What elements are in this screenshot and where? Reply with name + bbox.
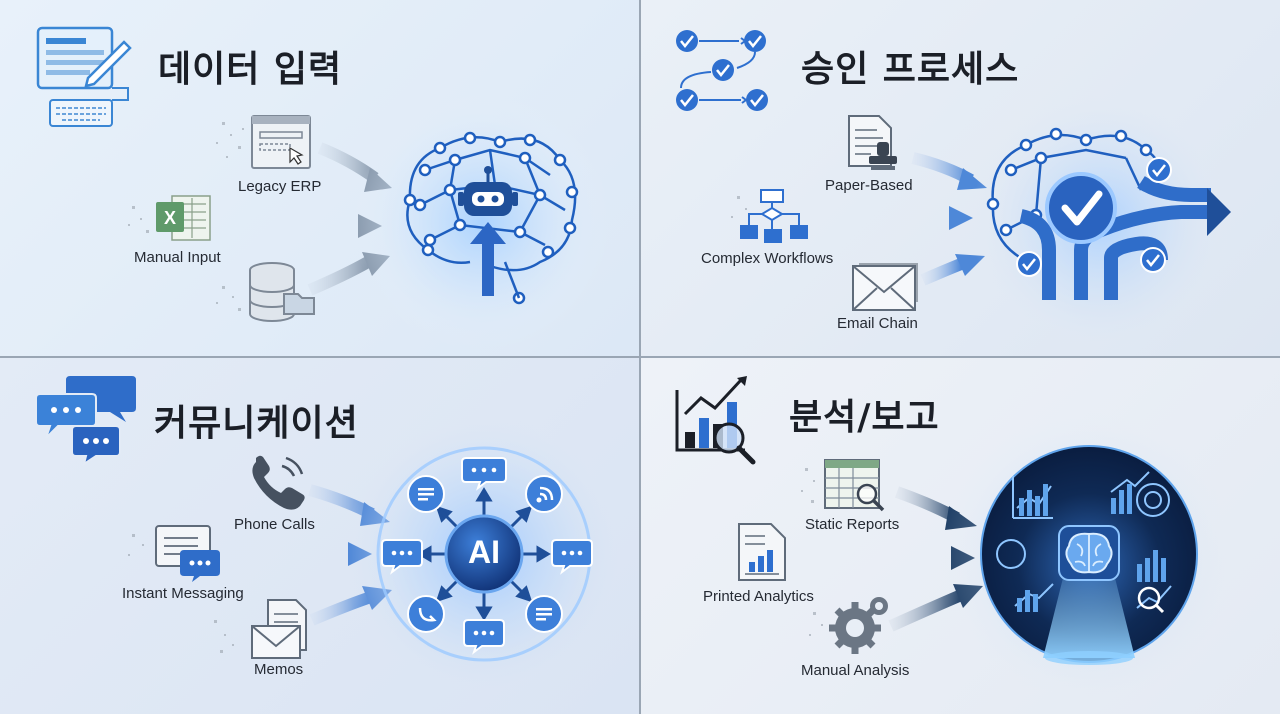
source-label-memos: Memos	[254, 661, 304, 678]
source-label-static-reports: Static Reports	[805, 516, 900, 533]
source-label-printed-analytics: Printed Analytics	[703, 588, 814, 605]
chart-magnifier-icon	[675, 376, 756, 465]
source-label-email-chain: Email Chain	[837, 315, 918, 332]
envelope-icon	[852, 263, 918, 311]
ai-hub-icon	[376, 446, 593, 662]
panel-communication: 커뮤니케이션 Phone Calls Instant Messaging Mem…	[0, 358, 639, 714]
flowchart-icon	[731, 189, 808, 243]
source-label-manual-input: Manual Input	[134, 249, 221, 266]
memo-envelope-icon	[214, 599, 307, 659]
database-icon	[216, 262, 315, 322]
phone-icon	[252, 455, 305, 510]
panel-data-entry: X	[0, 0, 639, 356]
approval-brain-icon	[986, 127, 1231, 300]
approval-graphic	[676, 30, 1231, 352]
source-label-complex-workflows: Complex Workflows	[701, 250, 834, 267]
svg-text:X: X	[164, 208, 176, 228]
brain-glow	[354, 94, 610, 350]
panel-analytics: 분석/보고 Static Reports Printed Analytics M…	[641, 358, 1280, 714]
source-label-legacy-erp: Legacy ERP	[238, 178, 322, 195]
panel-approval: 승인 프로세스 Paper-Based Complex Workflows Em…	[641, 0, 1280, 356]
panel-title: 분석/보고	[789, 397, 940, 438]
source-label-manual-analysis: Manual Analysis	[801, 662, 910, 679]
horizontal-divider	[0, 356, 1280, 358]
panel-title: 승인 프로세스	[801, 49, 1020, 90]
panel-title: 데이터 입력	[158, 49, 343, 90]
keyboard-icon	[49, 87, 129, 127]
ai-hub-label: AI	[468, 534, 500, 570]
document-stamp-icon	[848, 115, 897, 170]
erp-window-icon	[216, 115, 311, 169]
spreadsheet-icon	[801, 459, 885, 512]
panel-title: 커뮤니케이션	[154, 403, 359, 444]
printed-chart-icon	[738, 523, 786, 581]
gears-icon	[809, 597, 888, 654]
communication-graphic	[35, 376, 624, 694]
chat-bubbles-icon	[35, 376, 136, 467]
source-label-phone-calls: Phone Calls	[234, 516, 315, 533]
excel-icon: X	[128, 195, 211, 241]
flow-arrows	[851, 152, 987, 286]
data-entry-graphic: X	[36, 26, 610, 350]
messaging-icon	[128, 525, 220, 582]
analytics-graphic	[675, 376, 1239, 708]
robot-head-icon	[458, 166, 518, 296]
analytics-globe-icon	[980, 445, 1198, 665]
form-pen-icon	[36, 26, 132, 90]
checklist-flow-icon	[676, 30, 768, 111]
source-label-paper-based: Paper-Based	[825, 177, 913, 194]
source-label-instant-messaging: Instant Messaging	[122, 585, 244, 602]
